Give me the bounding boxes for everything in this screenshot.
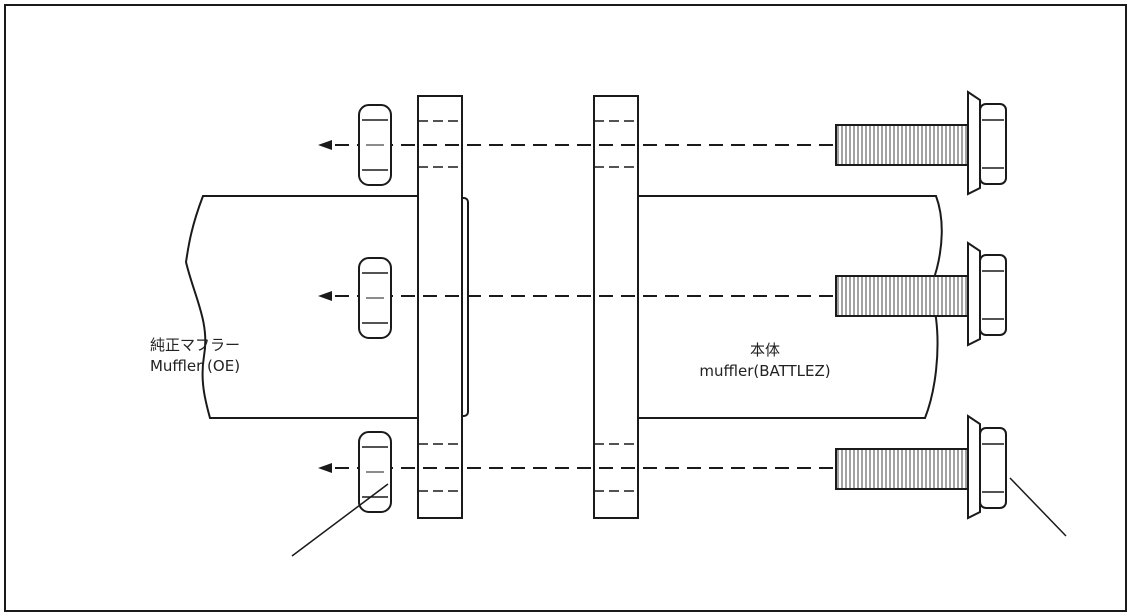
- arrow-head-top: [318, 140, 332, 150]
- bolt-holes: [418, 120, 638, 492]
- leader-line-bolt: [1009, 477, 1067, 537]
- battlez-muffler-label: 本体 muffler(BATTLEZ): [650, 340, 880, 382]
- battlez-flange: [593, 95, 639, 519]
- battlez-muffler-label-en: muffler(BATTLEZ): [699, 362, 831, 380]
- bolt-middle: [835, 241, 1007, 347]
- oe-muffler-label-en: Muffler (OE): [149, 357, 241, 375]
- leader-line-nut: [291, 483, 389, 557]
- nut-top: [358, 104, 392, 186]
- battlez-muffler-label-jp: 本体: [749, 341, 780, 359]
- bolt-bottom: [835, 414, 1007, 520]
- nut-middle: [358, 257, 392, 339]
- oe-muffler-label-jp: 純正マフラー: [149, 336, 240, 354]
- oe-muffler-pipe: [184, 195, 418, 419]
- nut-bottom: [358, 431, 392, 513]
- assembly-arrows: [318, 140, 833, 473]
- arrow-head-middle: [318, 291, 332, 301]
- bolt-top: [835, 90, 1007, 196]
- diagram-frame: [4, 4, 1127, 612]
- oe-muffler-label: 純正マフラー Muffler (OE): [100, 335, 290, 377]
- oe-flange: [417, 95, 463, 519]
- arrow-head-bottom: [318, 463, 332, 473]
